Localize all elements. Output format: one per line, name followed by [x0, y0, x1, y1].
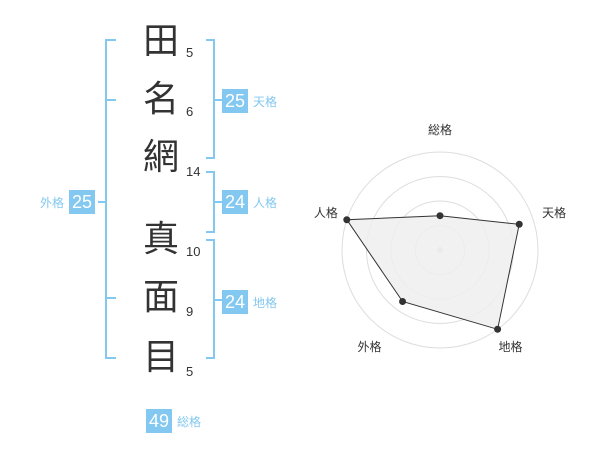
soukaku-label: 総格 — [177, 414, 202, 429]
chikaku-badge: 24 地格 — [222, 290, 277, 314]
stroke-count-6: 5 — [186, 364, 194, 379]
name-char-5: 面 — [142, 277, 179, 318]
radar-axis-label: 天格 — [542, 205, 566, 220]
radar-ring — [341, 151, 539, 349]
radar-point — [343, 216, 351, 224]
radar-axis-label: 総格 — [428, 122, 452, 137]
name-char-3: 網 — [142, 137, 179, 178]
tenkaku-label: 天格 — [253, 94, 278, 109]
chikaku-value: 24 — [222, 290, 249, 314]
stroke-count-2: 6 — [186, 104, 194, 119]
jinkaku-badge: 24 人格 — [222, 190, 277, 214]
name-char-6: 目 — [142, 337, 179, 378]
radar-polygon — [345, 215, 520, 330]
soukaku-value: 49 — [146, 409, 173, 433]
gaikaku-label: 外格 — [40, 195, 65, 210]
jinkaku-value: 24 — [222, 190, 249, 214]
gaikaku-badge: 外格 25 — [40, 190, 96, 214]
radar-axis-label: 地格 — [499, 339, 523, 354]
radar-point — [515, 220, 523, 228]
name-char-1: 田 — [142, 21, 179, 62]
jinkaku-label: 人格 — [253, 195, 278, 210]
radar-point — [399, 298, 407, 306]
stroke-count-5: 9 — [186, 304, 194, 319]
radar-axis-label: 人格 — [314, 205, 338, 220]
gaikaku-bracket — [105, 39, 116, 359]
stroke-count-3: 14 — [186, 164, 201, 179]
radar-points — [343, 212, 523, 333]
name-char-4: 真 — [142, 219, 179, 260]
tenkaku-badge: 25 天格 — [222, 89, 277, 113]
radar-axis-label: 外格 — [357, 339, 381, 354]
stroke-count-1: 5 — [186, 45, 194, 60]
tenkaku-value: 25 — [222, 89, 249, 113]
soukaku-badge: 49 総格 — [146, 409, 201, 433]
radar-point — [494, 325, 502, 333]
name-char-2: 名 — [142, 79, 179, 120]
gaikaku-value: 25 — [69, 190, 96, 214]
radar-point — [436, 212, 444, 220]
stroke-count-4: 10 — [186, 244, 201, 259]
chikaku-label: 地格 — [253, 295, 278, 310]
